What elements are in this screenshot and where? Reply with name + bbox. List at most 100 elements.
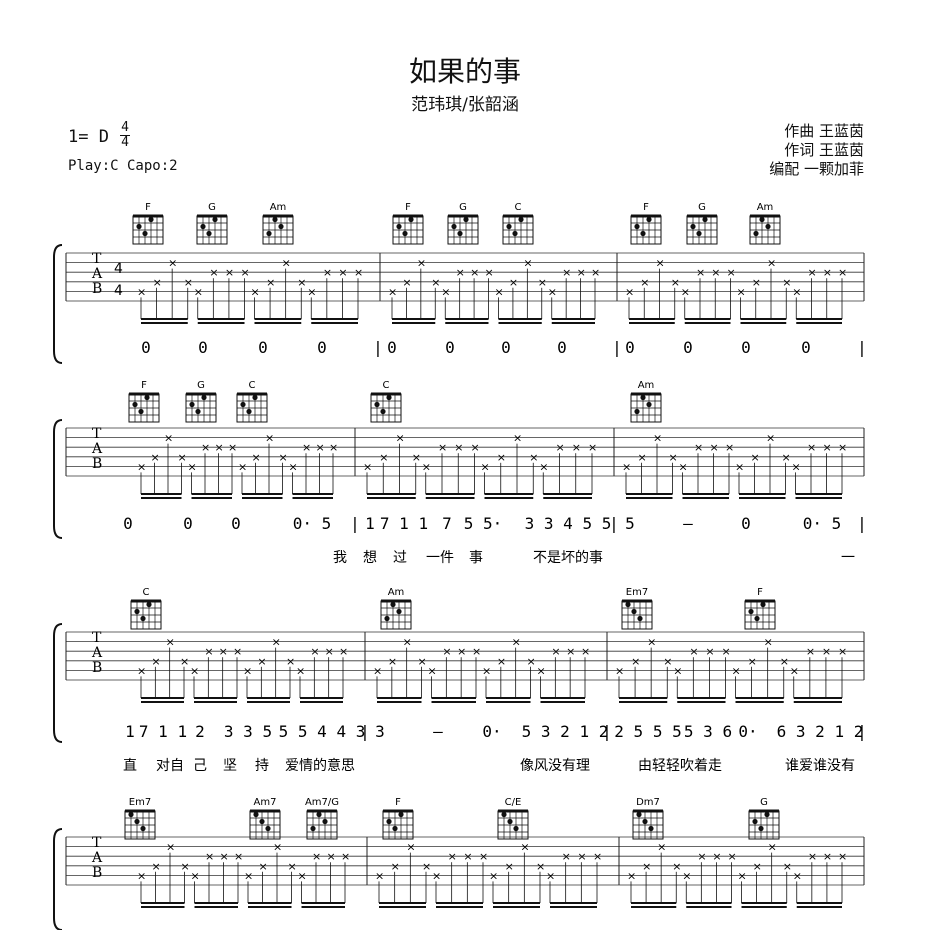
jianpu-note: 0·: [482, 722, 501, 741]
tab-note-mark: ×: [513, 432, 522, 445]
tab-note-mark: ×: [672, 860, 681, 873]
tab-note-mark: ×: [431, 276, 440, 289]
chord-finger-dot: [507, 818, 513, 825]
chord-finger-dot: [759, 216, 765, 223]
tab-note-mark: ×: [178, 451, 187, 464]
tab-note-mark: ×: [472, 645, 481, 658]
jianpu-note: 0: [317, 338, 327, 357]
jianpu-note: 7: [442, 514, 452, 533]
tab-note-mark: ×: [753, 860, 762, 873]
tab-clef-letter: T: [92, 426, 102, 442]
chord-finger-dot: [457, 230, 463, 237]
tab-note-mark: ×: [838, 266, 847, 279]
tab-note-mark: ×: [259, 860, 268, 873]
lyric-text: 爱情的意思: [285, 757, 355, 774]
tab-note-mark: ×: [204, 645, 213, 658]
tab-note-mark: ×: [422, 460, 431, 473]
tab-note-mark: ×: [456, 266, 465, 279]
chord-finger-dot: [316, 811, 322, 818]
tab-note-mark: ×: [625, 285, 634, 298]
tab-note-mark: ×: [432, 869, 441, 882]
tab-note-mark: ×: [251, 285, 260, 298]
chord-finger-dot: [753, 230, 759, 237]
chord-finger-dot: [637, 615, 643, 622]
tab-note-mark: ×: [403, 636, 412, 649]
tab-note-mark: ×: [509, 276, 518, 289]
tab-clef-letter: T: [92, 630, 102, 646]
tab-note-mark: ×: [417, 257, 426, 270]
song-artist: 范玮琪/张韶涵: [411, 95, 519, 115]
chord-finger-dot: [642, 818, 648, 825]
tab-note-mark: ×: [656, 257, 665, 270]
tab-time-top: 4: [114, 261, 123, 277]
tab-note-mark: ×: [388, 285, 397, 298]
system-bracket: [53, 623, 63, 743]
tab-time-bottom: 4: [114, 283, 123, 299]
chord-finger-dot: [396, 608, 402, 615]
tab-note-mark: ×: [793, 869, 802, 882]
tab-note-mark: ×: [497, 655, 506, 668]
chord-name: C: [515, 202, 522, 213]
tab-note-mark: ×: [448, 850, 457, 863]
chord-finger-dot: [201, 394, 207, 401]
lyric-text: 像风没有理: [520, 758, 590, 774]
chord-finger-dot: [754, 615, 760, 622]
tab-note-mark: ×: [282, 257, 291, 270]
tab-note-mark: ×: [233, 645, 242, 658]
tab-note-mark: ×: [166, 636, 175, 649]
tab-note-mark: ×: [288, 860, 297, 873]
tab-note-mark: ×: [481, 460, 490, 473]
chord-finger-dot: [380, 408, 386, 415]
tab-note-mark: ×: [188, 460, 197, 473]
chord-finger-dot: [765, 223, 771, 230]
jianpu-note: —: [433, 722, 443, 741]
chord-finger-dot: [640, 230, 646, 237]
tab-note-mark: ×: [694, 441, 703, 454]
jianpu-note: 0: [625, 338, 635, 357]
tab-note-mark: ×: [527, 655, 536, 668]
tab-note-mark: ×: [209, 266, 218, 279]
chord-name: Am7/G: [305, 797, 339, 808]
tab-note-mark: ×: [422, 860, 431, 873]
tab-note-mark: ×: [520, 841, 529, 854]
tab-note-mark: ×: [375, 869, 384, 882]
tab-note-mark: ×: [712, 850, 721, 863]
system-bracket: [53, 828, 63, 930]
tab-clef-letter: B: [92, 660, 102, 676]
tab-note-mark: ×: [591, 266, 600, 279]
tab-note-mark: ×: [735, 460, 744, 473]
chord-finger-dot: [392, 825, 398, 832]
tab-note-mark: ×: [286, 655, 295, 668]
lyric-text: 想: [363, 550, 377, 566]
chord-name: G: [208, 202, 216, 213]
tab-note-mark: ×: [627, 869, 636, 882]
tab-note-mark: ×: [454, 441, 463, 454]
tab-note-mark: ×: [806, 645, 815, 658]
chord-name: Am: [757, 202, 774, 213]
song-title: 如果的事: [408, 55, 521, 88]
tab-note-mark: ×: [312, 850, 321, 863]
tab-note-mark: ×: [184, 276, 193, 289]
tab-note-mark: ×: [180, 655, 189, 668]
chord-finger-dot: [501, 811, 507, 818]
chord-name: G: [760, 797, 768, 808]
chord-finger-dot: [138, 408, 144, 415]
tab-clef-letter: B: [92, 281, 102, 297]
chord-name: G: [698, 202, 706, 213]
tab-note-mark: ×: [489, 869, 498, 882]
tab-note-mark: ×: [441, 285, 450, 298]
lyric-text: 一: [841, 550, 855, 566]
chord-name: C: [383, 380, 390, 391]
lyric-text: 我: [333, 550, 347, 566]
jianpu-note: 7 1 1: [380, 514, 428, 533]
tab-note-mark: ×: [792, 285, 801, 298]
jianpu-note: 6 3 2 1 2: [777, 722, 864, 741]
system-bracket: [53, 419, 63, 539]
tab-note-mark: ×: [234, 850, 243, 863]
tab-note-mark: ×: [323, 266, 332, 279]
tab-note-mark: ×: [457, 645, 466, 658]
lyric-text: 己: [193, 758, 207, 774]
jianpu-note: 0: [183, 514, 193, 533]
jianpu-note: 0: [801, 338, 811, 357]
chord-name: C/E: [505, 797, 522, 808]
